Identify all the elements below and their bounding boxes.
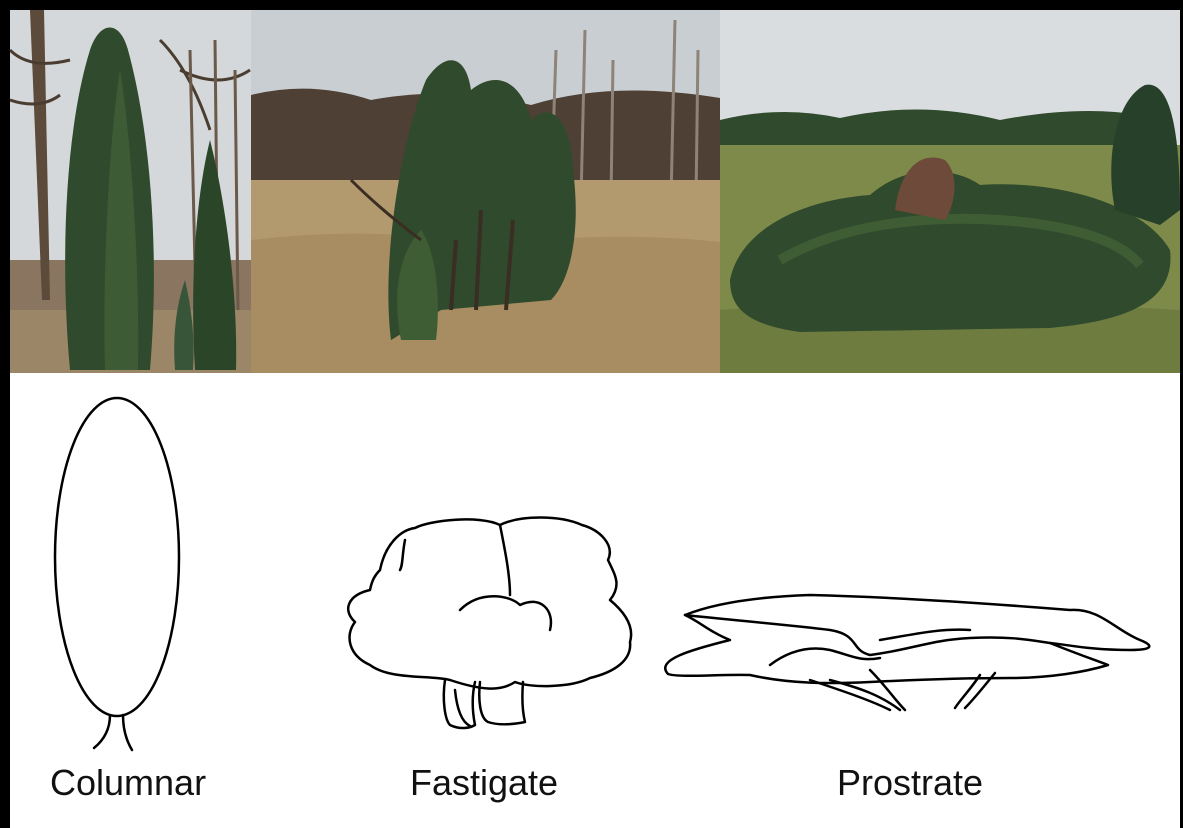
- fastigate-outline: [348, 518, 631, 729]
- photo-prostrate-juniper: [720, 10, 1180, 373]
- caption-fastigate: Fastigate: [410, 762, 558, 804]
- columnar-outline: [55, 398, 179, 750]
- growth-form-drawings: [10, 373, 1180, 828]
- photo-columnar-juniper: [10, 10, 251, 373]
- photo-fastigate-juniper: [251, 10, 720, 373]
- prostrate-outline: [665, 595, 1149, 710]
- caption-prostrate: Prostrate: [837, 762, 983, 804]
- caption-columnar: Columnar: [50, 762, 206, 804]
